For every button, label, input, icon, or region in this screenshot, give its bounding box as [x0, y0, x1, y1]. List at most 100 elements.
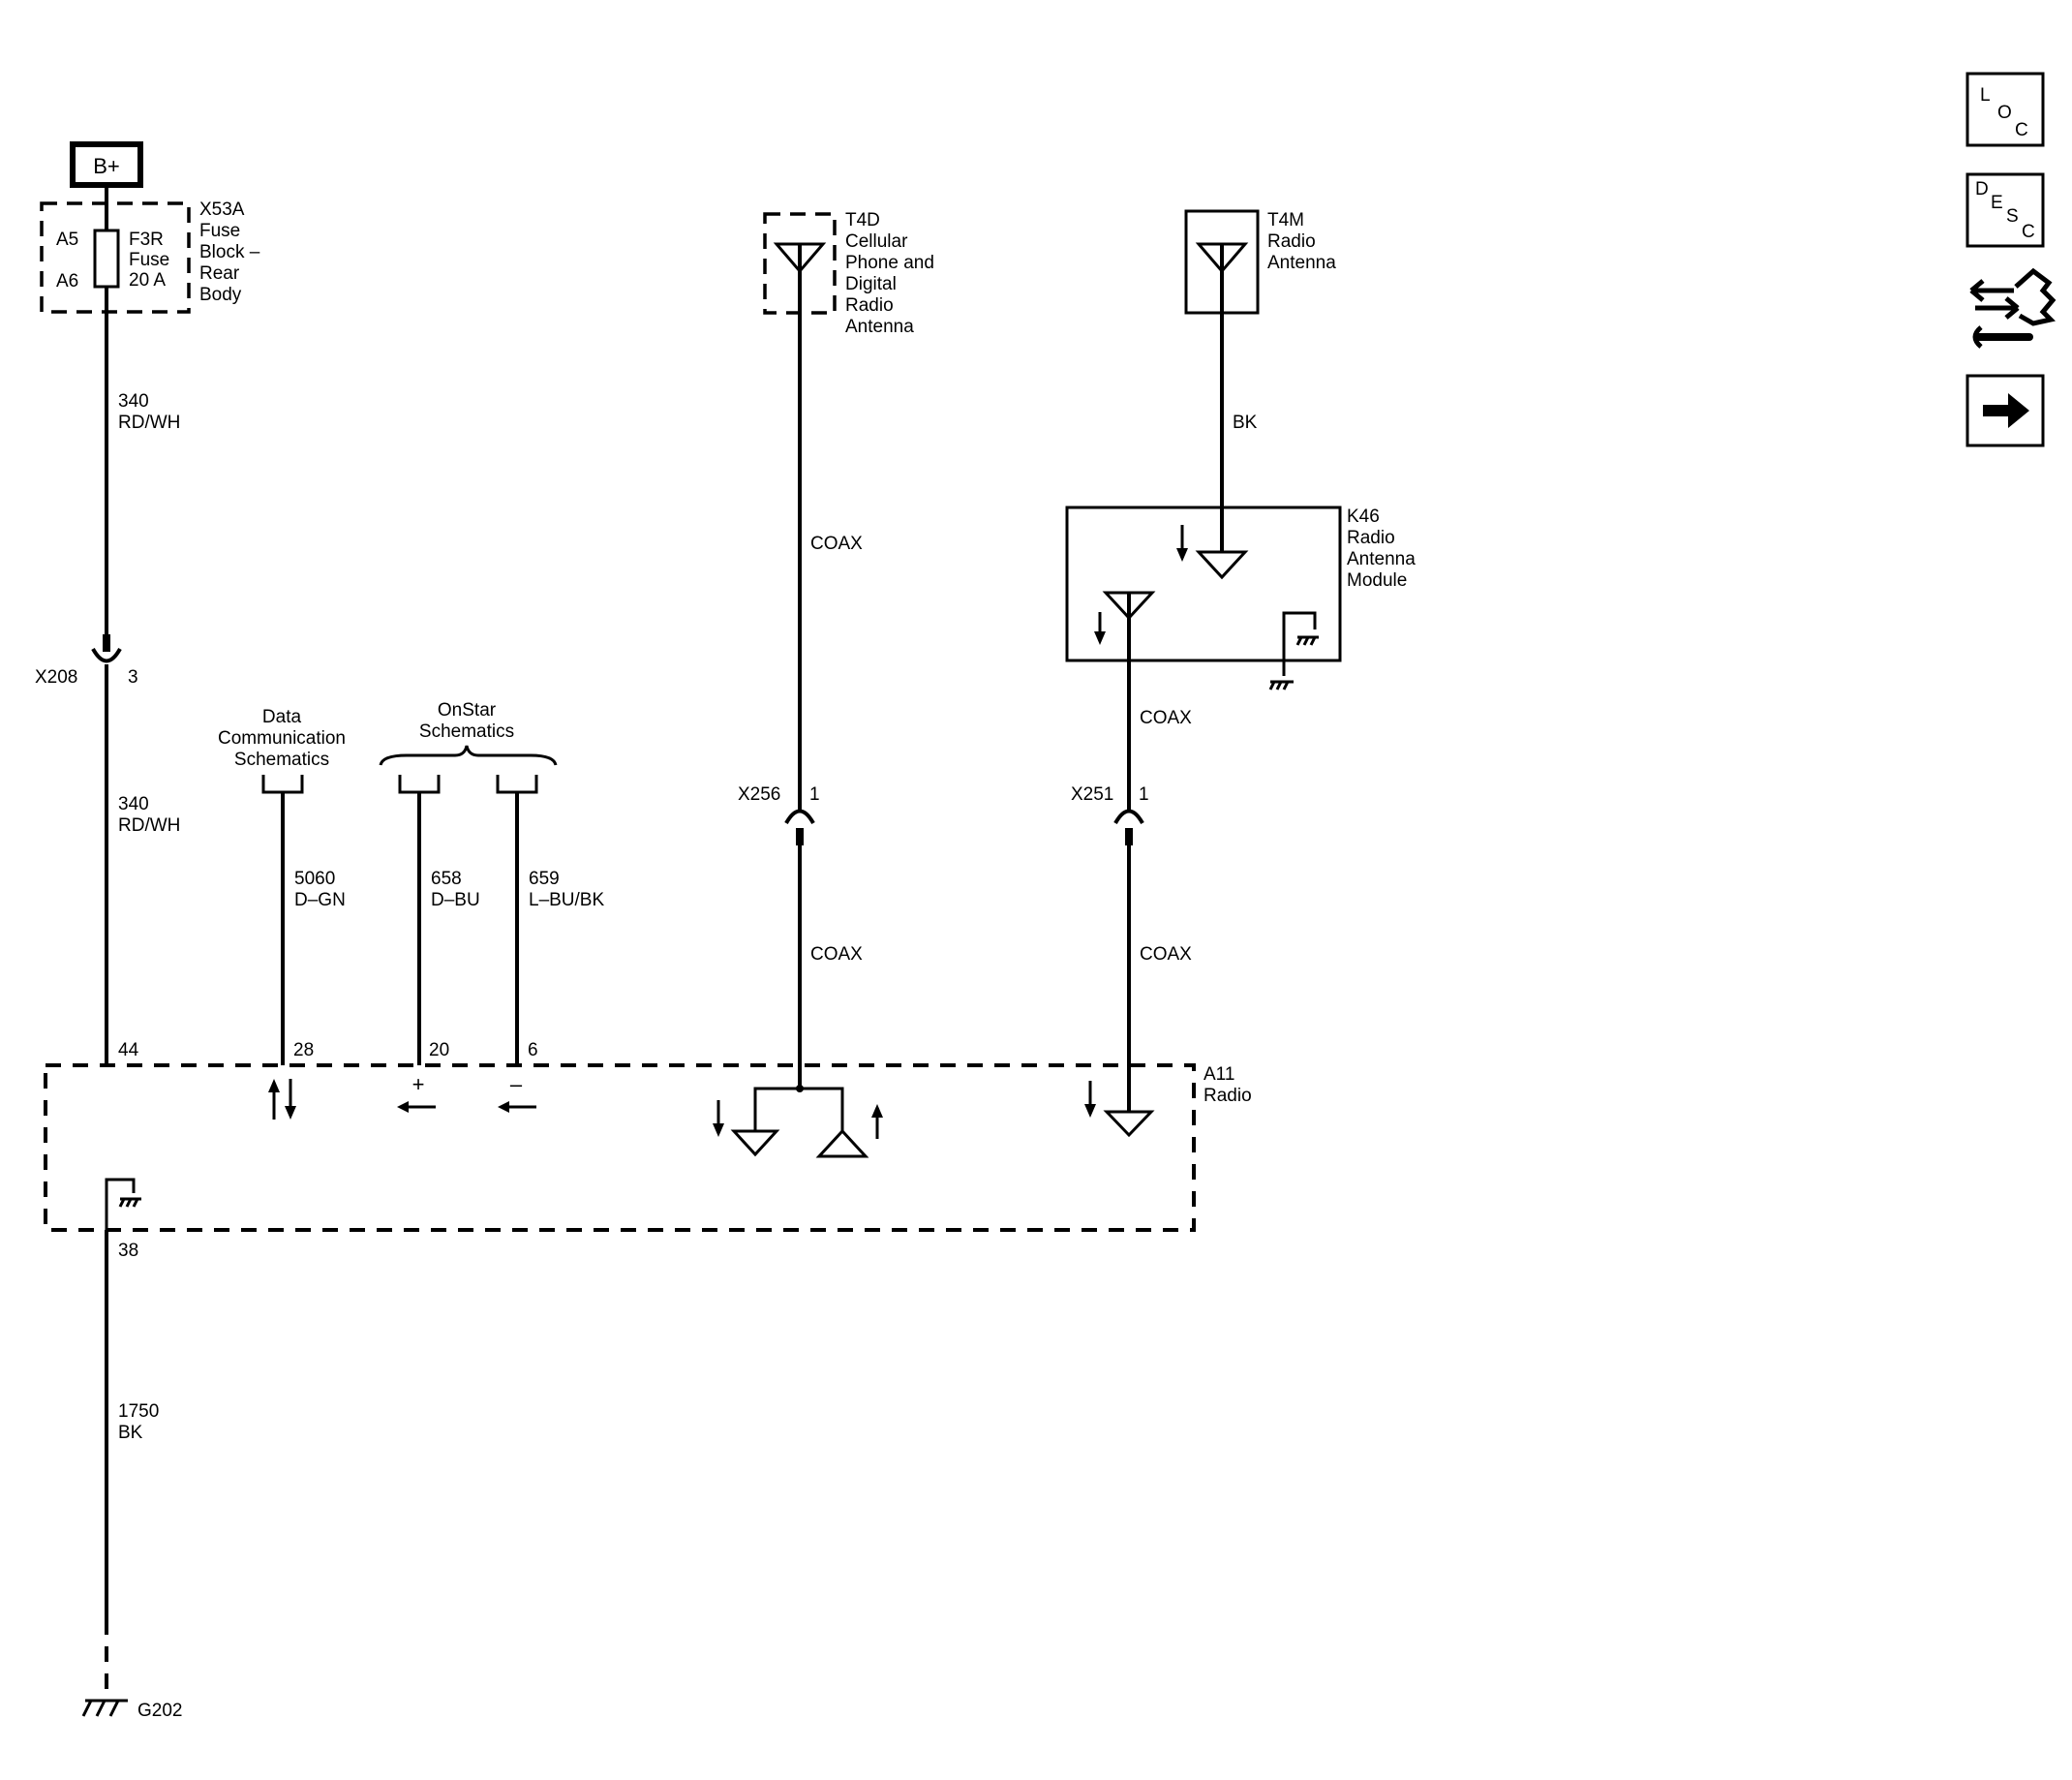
module-k46-case-ground-icon [1268, 680, 1294, 691]
connector-x256-pin: 1 [809, 784, 820, 805]
data-communication-reference[interactable]: Data Communication Schematics [218, 707, 346, 794]
wire-t4m-bk-label: BK [1233, 413, 1258, 433]
desc-button[interactable]: D E S C [1965, 172, 2045, 248]
wire-340-upper-color: RD/WH [118, 413, 180, 433]
connector-x251-pin: 1 [1139, 784, 1149, 805]
svg-text:Schematics: Schematics [234, 750, 329, 770]
connector-x208: X208 3 [35, 634, 138, 688]
power-label: B+ [93, 154, 120, 178]
radio-antenna-split [753, 1087, 844, 1131]
svg-text:S: S [2006, 206, 2019, 227]
wire-k46-coax-upper-label: COAX [1140, 708, 1192, 728]
radio-receive-arrow-icon [713, 1123, 724, 1137]
svg-text:Radio: Radio [1204, 1086, 1252, 1106]
radio-internal-ground-icon [118, 1197, 141, 1208]
onstar-brace [379, 745, 558, 766]
radio-internal-ground-path [105, 1178, 136, 1230]
radio-pin-20: 20 [429, 1040, 449, 1060]
ground-g202-icon [81, 1699, 128, 1717]
svg-text:D: D [1975, 179, 1989, 199]
wire-t4d-coax-upper-label: COAX [810, 534, 863, 554]
wire-1750-color: BK [118, 1423, 143, 1443]
svg-text:O: O [1997, 103, 2012, 123]
module-k46-ground-icon [1295, 635, 1319, 646]
svg-text:Schematics: Schematics [419, 721, 514, 742]
onstar-plus-input-arrow-icon [397, 1101, 436, 1113]
svg-text:OnStar: OnStar [438, 700, 497, 721]
radio-pin-38: 38 [118, 1241, 138, 1261]
antenna-t4d-label: T4D Cellular Phone and Digital Radio Ant… [845, 210, 934, 337]
radio-receive-antenna-icon [730, 1129, 780, 1157]
wire-t4d-coax-lower-label: COAX [810, 944, 863, 965]
wire-658-color: D–BU [431, 890, 480, 910]
radio-am-fm-antenna-icon [1103, 1110, 1155, 1138]
radio-pin-6: 6 [528, 1040, 538, 1060]
radio-minus-label: – [510, 1072, 523, 1096]
serial-data-bidirectional-icon [268, 1079, 296, 1120]
fuse-block-outline [40, 201, 191, 314]
svg-text:C: C [2022, 222, 2035, 242]
data-comm-bracket [261, 775, 304, 794]
module-k46: K46 Radio Antenna Module [1065, 506, 1416, 691]
wire-659-circuit: 659 [529, 869, 560, 889]
connector-x208-id: X208 [35, 667, 77, 688]
svg-text:Radio: Radio [1347, 528, 1395, 548]
svg-text:Communication: Communication [218, 728, 346, 749]
wire-5060-circuit: 5060 [294, 869, 335, 889]
connector-x256: X256 1 [738, 784, 820, 845]
svg-text:T4M: T4M [1267, 210, 1304, 230]
wire-340-lower-color: RD/WH [118, 815, 180, 836]
wire-5060-color: D–GN [294, 890, 346, 910]
battery-positive-source: B+ [70, 141, 143, 188]
svg-text:Antenna: Antenna [1347, 549, 1416, 569]
svg-text:Module: Module [1347, 570, 1407, 591]
wire-340-lower-circuit: 340 [118, 794, 149, 814]
svg-text:Radio: Radio [1267, 231, 1316, 252]
radio-transmit-arrow-icon [871, 1104, 883, 1118]
connector-x208-pin: 3 [128, 667, 138, 688]
connector-repair-icon[interactable] [1969, 267, 2057, 349]
svg-text:Block –: Block – [199, 242, 260, 262]
module-k46-input-antenna [1195, 550, 1249, 580]
radio-pin-44: 44 [118, 1040, 139, 1060]
svg-text:T4D: T4D [845, 210, 880, 230]
fuse-pin-a6: A6 [56, 271, 78, 292]
module-k46-label: K46 Radio Antenna Module [1347, 506, 1416, 591]
svg-text:E: E [1991, 193, 2003, 213]
svg-text:L: L [1980, 85, 1991, 106]
onstar-bracket-658 [398, 775, 441, 794]
fuse-pin-a5: A5 [56, 230, 78, 250]
onstar-reference[interactable]: OnStar Schematics [379, 700, 558, 794]
connector-x251-id: X251 [1071, 784, 1113, 805]
fuse-id: F3R [129, 230, 164, 250]
connector-x251: X251 1 [1071, 784, 1149, 845]
antenna-t4m: T4M Radio Antenna [1184, 209, 1336, 315]
svg-text:C: C [2015, 120, 2028, 140]
connector-x256-id: X256 [738, 784, 780, 805]
radio-pin-28: 28 [293, 1040, 314, 1060]
loc-button[interactable]: L O C [1965, 72, 2045, 147]
radio-plus-label: + [412, 1072, 425, 1096]
fuse-rating: 20 A [129, 270, 166, 291]
module-k46-outline [1065, 506, 1342, 662]
radio-am-fm-arrow-icon [1084, 1104, 1096, 1118]
svg-text:Radio: Radio [845, 295, 894, 316]
next-page-button[interactable] [1965, 374, 2045, 447]
fuse-f3r-symbol [93, 229, 120, 289]
onstar-minus-input-arrow-icon [498, 1101, 536, 1113]
svg-text:Data: Data [262, 707, 302, 727]
wire-k46-coax-lower-label: COAX [1140, 944, 1192, 965]
radio-transmit-antenna-icon [815, 1128, 869, 1158]
ground-g202-id: G202 [137, 1701, 182, 1721]
wire-658-circuit: 658 [431, 869, 462, 889]
svg-text:Rear: Rear [199, 263, 240, 284]
svg-text:A11: A11 [1204, 1064, 1234, 1085]
svg-text:Cellular: Cellular [845, 231, 908, 252]
fuse-block-x53a: A5 A6 F3R Fuse 20 A X53A Fuse Block – Re… [40, 199, 260, 314]
svg-text:Digital: Digital [845, 274, 897, 294]
module-k46-ground-path [1282, 611, 1317, 676]
onstar-bracket-659 [496, 775, 538, 794]
svg-text:Phone and: Phone and [845, 253, 934, 273]
antenna-t4d: T4D Cellular Phone and Digital Radio Ant… [763, 210, 934, 337]
